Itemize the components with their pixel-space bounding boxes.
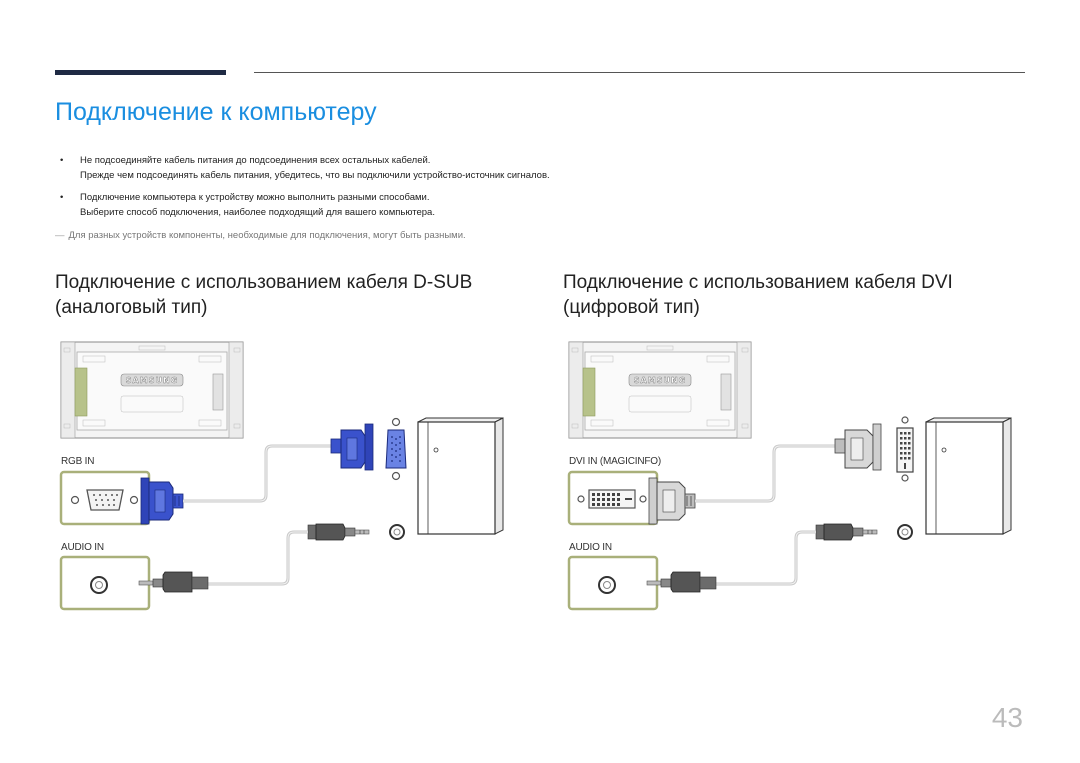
dsub-connection-diagram: SAMSUNG — [55, 338, 515, 628]
computer-tower — [925, 417, 1012, 535]
bullet-list: • Не подсоединяйте кабель питания до под… — [58, 154, 758, 228]
header-rule — [254, 72, 1025, 73]
vga-cable — [183, 444, 331, 503]
audio-in-label: AUDIO IN — [61, 542, 104, 553]
pc-audio-jack — [897, 524, 913, 540]
pc-vga-port — [385, 417, 407, 481]
brand-text: SAMSUNG — [634, 376, 686, 385]
display-back-panel: SAMSUNG — [568, 341, 752, 439]
heading-line: Подключение с использованием кабеля DVI — [563, 272, 953, 293]
heading-line: (аналоговый тип) — [55, 297, 208, 318]
samsung-logo: SAMSUNG — [126, 376, 178, 385]
page-title: Подключение к компьютеру — [55, 98, 377, 126]
dvi-cable — [695, 444, 835, 503]
note: ―Для разных устройств компоненты, необхо… — [55, 230, 466, 241]
bullet-line: Прежде чем подсоединять кабель питания, … — [80, 169, 550, 181]
bullet-marker: • — [60, 155, 64, 166]
pc-dvi-port — [896, 416, 914, 482]
bullet-line: Подключение компьютера к устройству можн… — [80, 192, 430, 203]
bullet-line: Не подсоединяйте кабель питания до подсо… — [80, 155, 431, 166]
panel-audio-jack — [90, 576, 108, 594]
rgb-in-label: RGB IN — [61, 456, 95, 467]
samsung-logo: SAMSUNG — [634, 376, 686, 385]
audio-plug-panel — [646, 571, 717, 593]
dvi-cable-connector-pc — [834, 423, 882, 471]
vga-port — [70, 489, 139, 511]
dvi-cable-connector-panel — [648, 477, 696, 525]
bullet-line: Выберите способ подключения, наиболее по… — [80, 206, 435, 218]
audio-cable — [716, 530, 816, 586]
section-heading-dvi: Подключение с использованием кабеля DVI … — [563, 270, 953, 320]
audio-plug-pc — [307, 523, 370, 541]
vga-cable-connector-panel — [140, 477, 184, 525]
heading-line: Подключение с использованием кабеля D-SU… — [55, 272, 473, 293]
audio-plug-pc — [815, 523, 878, 541]
page-number: 43 — [991, 702, 1023, 733]
pc-audio-jack — [389, 524, 405, 540]
brand-text: SAMSUNG — [126, 376, 178, 385]
heading-line: (цифровой тип) — [563, 297, 700, 318]
note-text: Для разных устройств компоненты, необход… — [68, 230, 466, 241]
audio-cable — [208, 530, 308, 586]
vga-cable-connector-pc — [330, 423, 374, 471]
header-accent-rule — [55, 70, 226, 75]
note-dash: ― — [55, 230, 65, 241]
display-back-panel: SAMSUNG — [60, 341, 244, 439]
section-heading-dsub: Подключение с использованием кабеля D-SU… — [55, 270, 472, 320]
bullet-item: • Не подсоединяйте кабель питания до под… — [58, 154, 758, 183]
dvi-port — [577, 489, 647, 509]
computer-tower — [417, 417, 504, 535]
dvi-connection-diagram: SAMSUNG — [563, 338, 1023, 628]
bullet-marker: • — [60, 192, 64, 203]
bullet-item: • Подключение компьютера к устройству мо… — [58, 191, 758, 220]
audio-in-label: AUDIO IN — [569, 542, 612, 553]
dvi-in-label: DVI IN (MAGICINFO) — [569, 456, 661, 467]
audio-plug-panel — [138, 571, 209, 593]
panel-audio-jack — [598, 576, 616, 594]
